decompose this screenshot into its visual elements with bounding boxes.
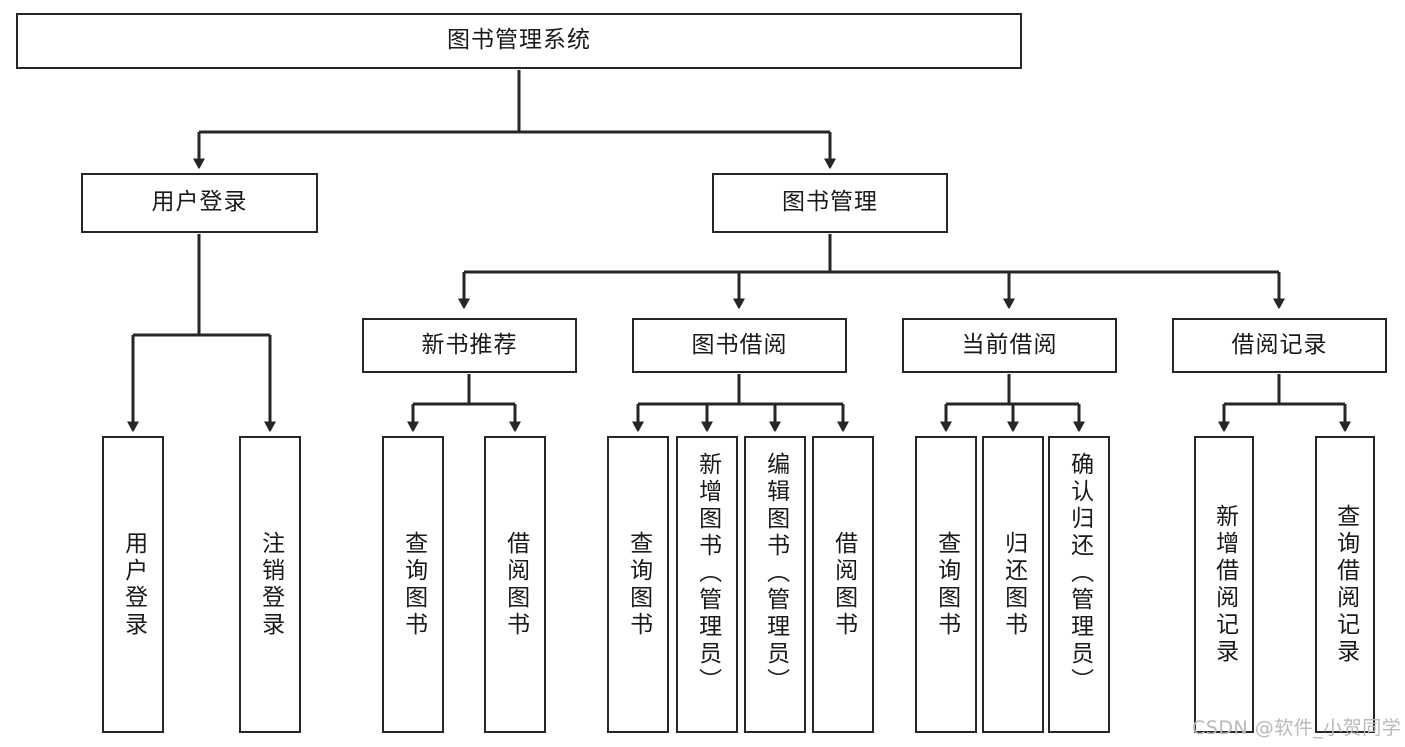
leaf-query-book-2-label: 查询图书 [625,530,652,639]
node-borrow-record[interactable]: 借阅记录 [1172,318,1387,373]
leaf-query-record[interactable]: 查询借阅记录 [1315,436,1375,733]
node-new-book-rec-label: 新书推荐 [421,331,518,358]
leaf-query-book-3[interactable]: 查询图书 [915,436,977,733]
node-user-login-label: 用户登录 [151,189,248,216]
leaf-query-book-1-label: 查询图书 [400,530,427,639]
leaf-return-book-label: 归还图书 [1000,530,1027,639]
leaf-add-book[interactable]: 新增图书（管理员） [676,436,738,733]
leaf-query-book-2[interactable]: 查询图书 [607,436,669,733]
leaf-add-record-label: 新增借阅记录 [1211,503,1238,666]
leaf-confirm-return[interactable]: 确认归还（管理员） [1048,436,1110,733]
leaf-borrow-book-1[interactable]: 借阅图书 [484,436,546,733]
leaf-logout-login-label: 注销登录 [257,530,284,639]
leaf-logout-login[interactable]: 注销登录 [239,436,301,733]
node-root[interactable]: 图书管理系统 [16,13,1022,69]
node-root-label: 图书管理系统 [447,27,591,54]
node-current-borrow[interactable]: 当前借阅 [902,318,1117,373]
node-new-book-rec[interactable]: 新书推荐 [362,318,577,373]
leaf-query-book-3-label: 查询图书 [933,530,960,639]
leaf-return-book[interactable]: 归还图书 [982,436,1044,733]
leaf-add-record[interactable]: 新增借阅记录 [1194,436,1254,733]
leaf-borrow-book-2[interactable]: 借阅图书 [812,436,874,733]
node-user-login[interactable]: 用户登录 [81,173,318,233]
leaf-user-login-label: 用户登录 [120,530,147,639]
csdn-watermark: CSDN @软件_小贺同学 [1192,717,1402,739]
leaf-query-record-label: 查询借阅记录 [1332,503,1359,666]
node-book-borrow[interactable]: 图书借阅 [632,318,847,373]
node-book-manage[interactable]: 图书管理 [712,173,948,233]
leaf-edit-book[interactable]: 编辑图书（管理员） [744,436,806,733]
leaf-edit-book-label: 编辑图书（管理员） [762,452,789,695]
leaf-add-book-label: 新增图书（管理员） [694,452,721,695]
node-book-manage-label: 图书管理 [782,189,878,216]
leaf-query-book-1[interactable]: 查询图书 [382,436,444,733]
leaf-user-login[interactable]: 用户登录 [102,436,164,733]
node-book-borrow-label: 图书借阅 [691,331,788,358]
leaf-borrow-book-2-label: 借阅图书 [830,530,857,639]
node-current-borrow-label: 当前借阅 [961,331,1058,358]
leaf-confirm-return-label: 确认归还（管理员） [1066,452,1093,695]
node-borrow-record-label: 借阅记录 [1231,331,1328,358]
leaf-borrow-book-1-label: 借阅图书 [502,530,529,639]
